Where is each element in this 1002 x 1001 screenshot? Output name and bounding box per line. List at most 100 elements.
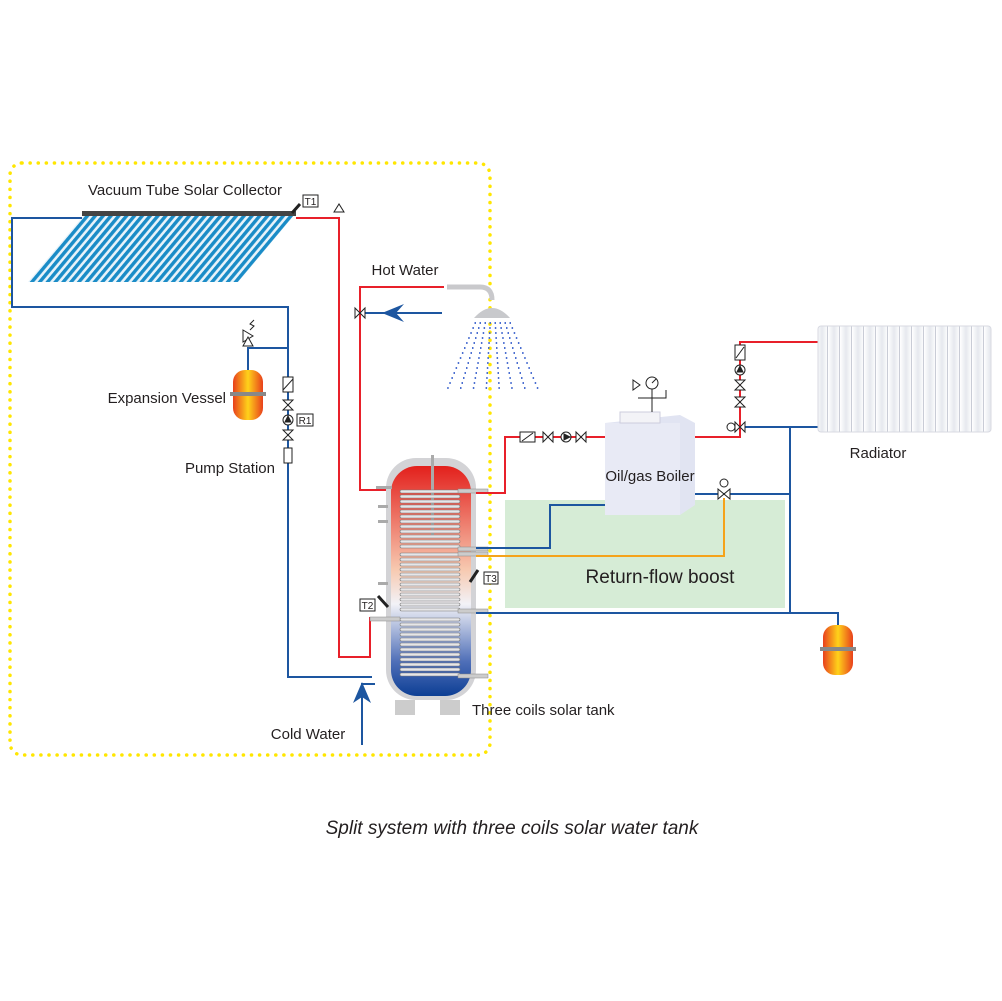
coil-turn bbox=[399, 504, 461, 509]
solar-return-pipe bbox=[11, 217, 372, 678]
water-drop bbox=[455, 367, 458, 369]
water-drop bbox=[504, 347, 506, 349]
water-drop bbox=[500, 327, 502, 329]
cold-water-arrow-icon bbox=[353, 682, 371, 703]
expansion-vessel bbox=[230, 370, 266, 420]
shower-head-icon bbox=[447, 284, 539, 389]
water-drop bbox=[447, 387, 449, 389]
boiler-return-pipe bbox=[476, 504, 605, 549]
hot-water-pipe bbox=[359, 286, 444, 491]
air-vent-icon bbox=[333, 203, 345, 213]
water-drop bbox=[485, 387, 488, 389]
boiler-valve-group bbox=[519, 430, 587, 444]
water-drop bbox=[461, 382, 463, 384]
water-drop bbox=[515, 337, 518, 339]
water-drop bbox=[530, 372, 532, 374]
water-drop bbox=[534, 382, 537, 384]
coil-connector bbox=[369, 616, 401, 622]
water-drop bbox=[504, 352, 507, 354]
water-drop bbox=[449, 382, 451, 384]
water-drop bbox=[480, 347, 482, 349]
water-drop bbox=[517, 342, 520, 344]
water-drop bbox=[506, 327, 508, 329]
water-drop bbox=[485, 382, 488, 384]
water-drop bbox=[522, 352, 524, 354]
diagram-caption: Split system with three coils solar wate… bbox=[326, 818, 700, 839]
coil-turn bbox=[399, 637, 461, 642]
coil-turn bbox=[399, 582, 461, 587]
expansion-vessel-label: Expansion Vessel bbox=[108, 390, 226, 407]
radiator-flow-pipe bbox=[695, 341, 820, 438]
vacuum-tube-collector bbox=[28, 203, 302, 282]
mixing-valve-icon bbox=[354, 306, 366, 320]
water-drop bbox=[504, 322, 506, 324]
water-drop bbox=[510, 342, 512, 344]
water-drop bbox=[509, 377, 511, 379]
water-drop bbox=[515, 357, 517, 359]
collector-label: Vacuum Tube Solar Collector bbox=[88, 182, 282, 199]
coil-turn bbox=[399, 597, 461, 602]
water-drop bbox=[474, 377, 477, 379]
boiler-label: Oil/gas Boiler bbox=[605, 468, 694, 485]
water-drop bbox=[494, 322, 496, 324]
water-drop bbox=[488, 337, 491, 339]
water-drop bbox=[501, 332, 503, 334]
coil-turn bbox=[399, 632, 461, 637]
water-drop bbox=[475, 372, 477, 374]
water-drop bbox=[499, 322, 501, 324]
water-drop bbox=[536, 387, 539, 389]
water-drop bbox=[513, 352, 515, 354]
three-way-valve-icon bbox=[717, 478, 731, 501]
svg-text:T3: T3 bbox=[485, 574, 497, 585]
water-drop bbox=[476, 332, 478, 334]
water-drop bbox=[521, 377, 523, 379]
water-drop bbox=[511, 387, 513, 389]
water-drop bbox=[479, 322, 481, 324]
svg-text:T2: T2 bbox=[362, 601, 374, 612]
coil-turn bbox=[399, 557, 461, 562]
water-drop bbox=[486, 372, 488, 374]
water-drop bbox=[487, 357, 489, 359]
water-drop bbox=[472, 347, 474, 349]
boiler-flow-pipe bbox=[476, 436, 605, 494]
water-drop bbox=[481, 337, 484, 339]
water-drop bbox=[498, 387, 500, 389]
tank-label: Three coils solar tank bbox=[472, 702, 615, 719]
coil-turn bbox=[399, 499, 461, 504]
water-drop bbox=[518, 367, 520, 369]
water-drop bbox=[472, 387, 475, 389]
water-drop bbox=[519, 372, 521, 374]
water-drop bbox=[495, 342, 498, 344]
water-drop bbox=[487, 362, 489, 364]
return-flow-label: Return-flow boost bbox=[586, 567, 736, 588]
coil-turn bbox=[399, 627, 461, 632]
water-drop bbox=[480, 342, 483, 344]
water-drop bbox=[496, 357, 499, 359]
water-drop bbox=[489, 322, 491, 324]
water-drop bbox=[461, 352, 464, 354]
coil-turn bbox=[399, 567, 461, 572]
water-drop bbox=[512, 347, 514, 349]
coil-turn bbox=[399, 552, 461, 557]
coil-turn bbox=[399, 539, 461, 544]
coil-turn bbox=[399, 607, 461, 612]
coil-turn bbox=[399, 489, 461, 494]
water-drop bbox=[508, 372, 510, 374]
coil-turn bbox=[399, 529, 461, 534]
coil-turn bbox=[399, 617, 461, 622]
radiator-label: Radiator bbox=[850, 445, 907, 462]
coil-turn bbox=[399, 572, 461, 577]
coil-turn bbox=[399, 544, 461, 549]
water-drop bbox=[470, 332, 472, 334]
coil-turn bbox=[399, 577, 461, 582]
radiator bbox=[817, 325, 992, 433]
coil-connector bbox=[457, 551, 489, 557]
water-drop bbox=[520, 347, 522, 349]
water-drop bbox=[472, 327, 474, 329]
return-flow-boost-pipe bbox=[476, 498, 725, 557]
pump-station-label: Pump Station bbox=[185, 460, 275, 477]
coil-turn bbox=[399, 652, 461, 657]
water-drop bbox=[507, 332, 509, 334]
coil-turn bbox=[399, 509, 461, 514]
